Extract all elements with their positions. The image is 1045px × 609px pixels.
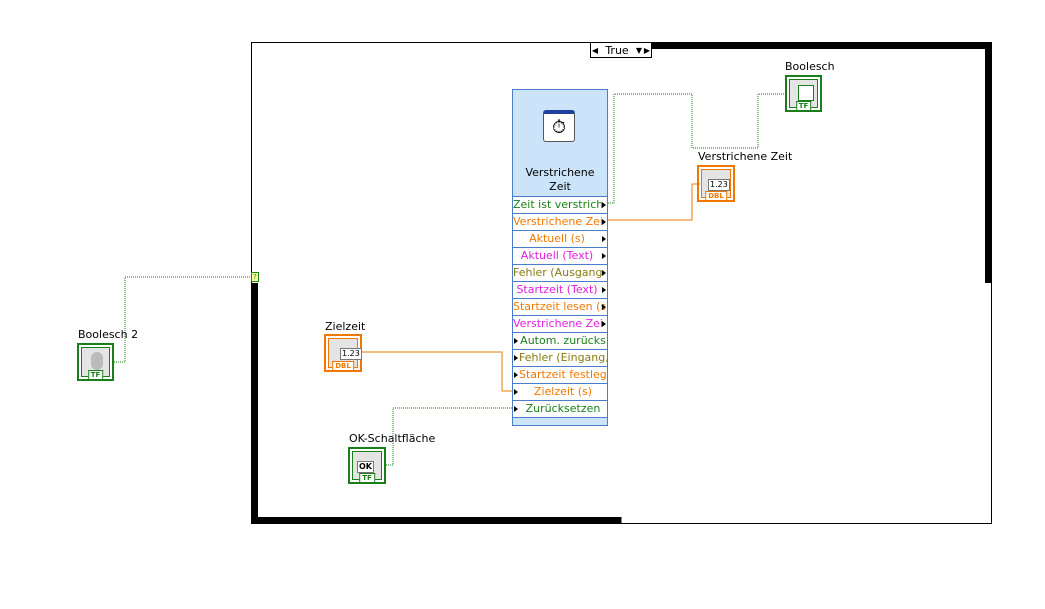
zielzeit-type: DBL (332, 361, 354, 370)
wire-boolesch2-selector[interactable] (114, 276, 252, 363)
ok-button-glyph: OK (357, 461, 374, 473)
dropdown-arrow-icon[interactable]: ▼ (635, 45, 643, 55)
vi-terminal-label: Verstrichene Zei (513, 215, 603, 228)
vi-terminal-label: Aktuell (s) (529, 232, 585, 245)
case-selector-value: True (605, 43, 629, 57)
boolesch-indicator[interactable]: TF (785, 75, 822, 112)
vi-terminal-row[interactable]: Fehler (Eingang, (513, 349, 607, 366)
terminal-arrow-icon (514, 406, 518, 412)
vi-terminal-label: Aktuell (Text) (520, 249, 594, 262)
vi-terminal-label: Fehler (Ausgang (513, 266, 603, 279)
selector-terminal[interactable]: ? (251, 272, 259, 282)
vi-terminal-label: Zeit ist verstrich (513, 198, 604, 211)
boolesch-type: TF (795, 101, 812, 110)
vi-title: Verstrichene Zeit (525, 166, 595, 193)
vi-terminal-label: Startzeit (Text) (516, 283, 598, 296)
vi-terminal-label: Zurücksetzen (525, 402, 601, 415)
vi-terminal-label: Fehler (Eingang, (519, 351, 607, 364)
vi-terminal-row[interactable]: Startzeit (Text) (513, 281, 607, 298)
terminal-arrow-icon (602, 236, 606, 242)
ok-type: TF (359, 473, 375, 482)
verstrichene-label: Verstrichene Zeit (698, 150, 793, 163)
case-selector[interactable]: ◀ True ▼ ▶ (590, 42, 652, 58)
ok-label: OK-Schaltfläche (349, 432, 436, 445)
zielzeit-label: Zielzeit (325, 320, 366, 333)
increment-arrow-icon[interactable]: ▶ (643, 45, 651, 55)
vi-terminal-label: Verstrichene Zei (513, 317, 603, 330)
terminal-arrow-icon (514, 355, 518, 361)
terminal-arrow-icon (602, 304, 606, 310)
boolesch-label: Boolesch (785, 60, 835, 73)
vi-terminal-row[interactable]: Verstrichene Zei (513, 213, 607, 230)
terminal-arrow-icon (514, 372, 518, 378)
ok-terminal[interactable]: OK TF (348, 447, 386, 484)
vi-terminal-row[interactable]: Zeit ist verstrich (513, 196, 607, 213)
vi-terminal-label: Autom. zurücks (520, 334, 606, 347)
vi-terminal-label: Startzeit festlege (519, 368, 607, 381)
verstrichene-type: DBL (705, 191, 727, 200)
vi-terminal-label: Startzeit lesen (s (513, 300, 607, 313)
terminal-arrow-icon (602, 287, 606, 293)
terminal-arrow-icon (602, 270, 606, 276)
decrement-arrow-icon[interactable]: ◀ (591, 45, 599, 55)
vi-terminal-label: Zielzeit (s) (533, 385, 593, 398)
vi-terminal-row[interactable]: Aktuell (s) (513, 230, 607, 247)
led-square-icon (798, 85, 814, 101)
boolesch2-label: Boolesch 2 (78, 328, 139, 341)
boolesch2-terminal[interactable]: TF (77, 343, 114, 381)
verstrichene-value: 1.23 (708, 179, 730, 191)
vi-terminal-row[interactable]: Aktuell (Text) (513, 247, 607, 264)
vi-terminal-row[interactable]: Zielzeit (s) (513, 383, 607, 400)
vi-terminal-row[interactable]: Startzeit festlege (513, 366, 607, 383)
terminal-arrow-icon (514, 338, 518, 344)
zielzeit-terminal[interactable]: 1.23 DBL (324, 334, 362, 372)
terminal-arrow-icon (602, 321, 606, 327)
vi-terminal-row[interactable]: Startzeit lesen (s (513, 298, 607, 315)
toggle-switch-icon (91, 352, 103, 370)
terminal-arrow-icon (514, 389, 518, 395)
terminal-arrow-icon (602, 202, 606, 208)
vi-terminal-row[interactable]: Verstrichene Zei (513, 315, 607, 332)
terminal-arrow-icon (602, 253, 606, 259)
zielzeit-value: 1.23 (340, 348, 362, 360)
terminal-arrow-icon (602, 219, 606, 225)
vi-footer (513, 417, 607, 434)
boolesch2-type: TF (87, 370, 104, 379)
vi-terminal-row[interactable]: Autom. zurücks (513, 332, 607, 349)
vi-terminal-row[interactable]: Fehler (Ausgang (513, 264, 607, 281)
verstrichene-indicator[interactable]: 1.23 DBL (697, 165, 735, 202)
vi-terminal-row[interactable]: Zurücksetzen (513, 400, 607, 417)
stopwatch-icon: ⏱ (543, 110, 575, 142)
